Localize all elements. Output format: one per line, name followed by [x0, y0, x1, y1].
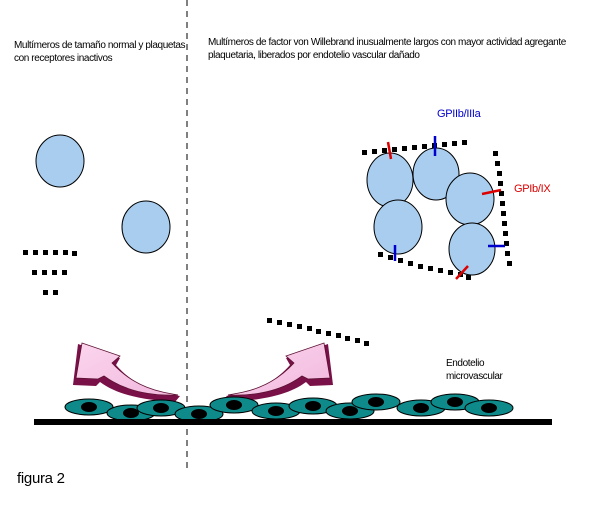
cell-nucleus	[447, 397, 463, 407]
cell-nucleus	[81, 402, 97, 412]
normal-multimers	[23, 250, 77, 295]
endothelium-label: Endotelio microvascular	[446, 358, 503, 383]
left-caption: Multímeros de tamaño normal y plaquetas …	[14, 40, 186, 64]
platelet-activated	[445, 172, 495, 226]
cell-nucleus	[226, 400, 242, 410]
platelet-inactive	[35, 134, 85, 188]
vessel-wall	[34, 419, 552, 425]
gpiib-iiia-label: GPIIb/IIIa	[437, 108, 481, 120]
released-multimer	[267, 318, 369, 346]
endothelium-label-line2: microvascular	[446, 370, 503, 382]
cell-nucleus	[368, 397, 384, 407]
cell-nucleus	[481, 403, 497, 413]
cell-nucleus	[123, 408, 139, 418]
ulvwf-multimer	[362, 140, 512, 280]
cell-nucleus	[342, 406, 358, 416]
release-arrow-right	[226, 342, 333, 402]
platelet-activated	[448, 222, 496, 276]
endothelium-label-line1: Endotelio	[446, 358, 485, 369]
endothelium	[64, 393, 514, 423]
figure-label: figura 2	[17, 470, 65, 487]
cell-nucleus	[305, 401, 321, 411]
release-arrow-left	[73, 342, 180, 402]
platelet-activated	[366, 152, 414, 208]
platelet-aggregate	[362, 136, 512, 280]
gpib-ix-receptor	[481, 188, 502, 196]
cell-nucleus	[153, 403, 169, 413]
gpib-ix-label: GPIb/IX	[514, 183, 551, 195]
gpib-ix-receptor	[386, 141, 393, 160]
right-caption: Multímeros de factor von Willebrand inus…	[208, 37, 566, 61]
cell-nucleus	[413, 403, 429, 413]
platelet-activated	[373, 199, 423, 255]
gpib-ix-receptor	[455, 265, 469, 280]
cell-nucleus	[191, 409, 207, 419]
cell-nucleus	[268, 406, 284, 416]
platelet-inactive	[121, 200, 171, 254]
